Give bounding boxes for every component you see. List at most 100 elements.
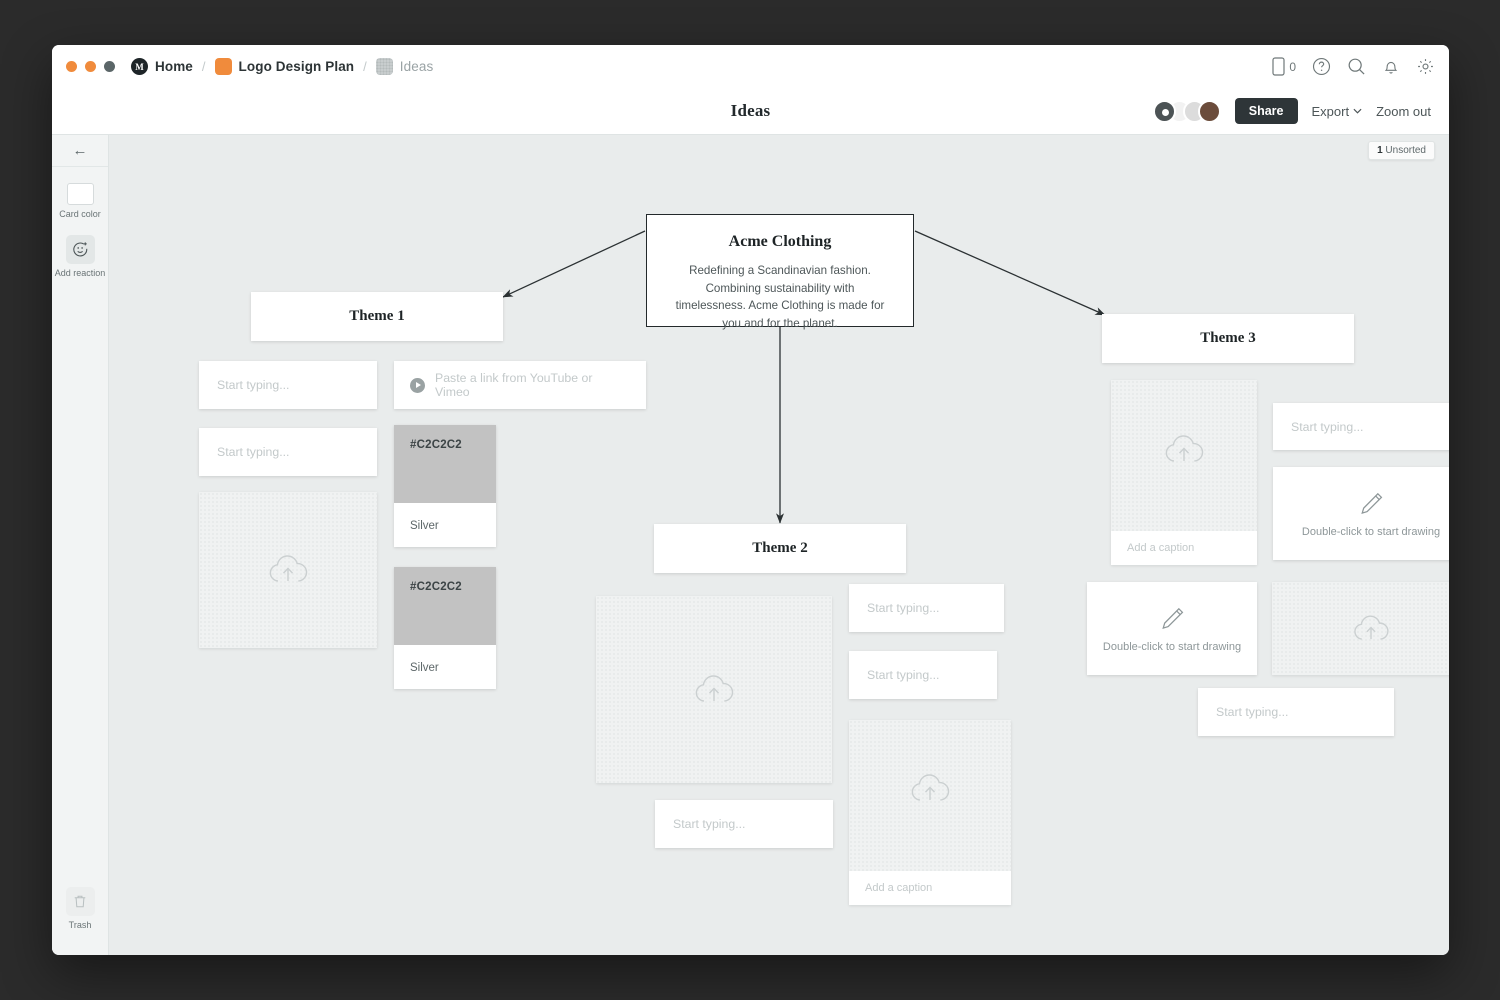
image-upload-card[interactable] <box>199 492 377 648</box>
note-placeholder: Start typing... <box>673 817 746 831</box>
close-window-button[interactable] <box>66 61 77 72</box>
root-card-title: Acme Clothing <box>728 233 832 250</box>
video-placeholder: Paste a link from YouTube or Vimeo <box>435 371 593 399</box>
root-card[interactable]: Acme Clothing Redefining a Scandinavian … <box>646 214 914 330</box>
avatar[interactable] <box>1197 99 1221 123</box>
cloud-upload-icon <box>911 773 950 801</box>
breadcrumb: M Home / Logo Design Plan / Ideas <box>131 58 433 75</box>
maximize-window-button[interactable] <box>104 61 115 72</box>
theme-2-card[interactable]: Theme 2 <box>654 524 906 573</box>
image-upload-card[interactable] <box>596 596 832 783</box>
notifications-icon[interactable] <box>1382 57 1400 76</box>
mobile-count: 0 <box>1289 59 1296 74</box>
pencil-icon <box>1360 492 1382 514</box>
swatch-name-wrap: Silver <box>394 503 496 547</box>
unsorted-label: Unsorted <box>1385 145 1426 156</box>
theme-title: Theme 2 <box>752 540 808 556</box>
drawing-card[interactable]: Double-click to start drawing <box>1273 467 1449 560</box>
minimize-window-button[interactable] <box>85 61 96 72</box>
image-caption-placeholder[interactable]: Add a caption <box>849 871 1011 905</box>
settings-icon[interactable] <box>1416 57 1435 76</box>
back-button[interactable]: ← <box>52 135 108 167</box>
board-actions: Share Export Zoom out <box>1152 98 1431 124</box>
note-card[interactable]: Start typing... <box>655 800 833 848</box>
milanote-home-icon: M <box>131 58 148 75</box>
note-placeholder: Start typing... <box>217 378 290 392</box>
note-placeholder: Start typing... <box>217 445 290 459</box>
titlebar-actions: 0 <box>1272 57 1435 76</box>
collaborator-avatars[interactable] <box>1152 99 1221 123</box>
title-bar: M Home / Logo Design Plan / Ideas 0 <box>52 45 1449 88</box>
export-button[interactable]: Export <box>1312 104 1363 119</box>
cloud-upload-icon <box>1165 434 1204 462</box>
add-reaction-label: Add reaction <box>54 268 106 278</box>
add-reaction-tool[interactable]: Add reaction <box>52 235 108 278</box>
share-button[interactable]: Share <box>1234 98 1298 124</box>
board-canvas[interactable]: 1 Unsorted Acme Clothing Redefining a Sc… <box>109 135 1449 955</box>
breadcrumb-label: Logo Design Plan <box>238 59 355 74</box>
root-card-body: Redefining a Scandinavian fashion. Combi… <box>675 264 885 330</box>
swatch-hex: #C2C2C2 <box>410 581 462 593</box>
note-card[interactable]: Start typing... <box>1273 403 1449 450</box>
export-label: Export <box>1311 103 1350 119</box>
left-toolbar: ← Card color Add reaction <box>52 135 109 955</box>
breadcrumb-separator: / <box>363 59 367 74</box>
note-placeholder: Start typing... <box>1291 419 1364 434</box>
note-card[interactable]: Start typing... <box>199 428 377 476</box>
mobile-icon[interactable]: 0 <box>1272 57 1296 76</box>
cloud-upload-icon <box>1353 615 1389 640</box>
theme-3-card[interactable]: Theme 3 <box>1102 314 1354 363</box>
smiley-plus-icon <box>65 235 95 264</box>
note-placeholder: Start typing... <box>867 668 940 682</box>
app-window: M Home / Logo Design Plan / Ideas 0 <box>52 45 1449 955</box>
avatar[interactable] <box>1152 99 1176 123</box>
page-title: Ideas <box>730 101 771 120</box>
breadcrumb-item-ideas[interactable]: Ideas <box>375 58 434 75</box>
help-icon[interactable] <box>1312 57 1331 76</box>
card-color-swatch-icon <box>66 183 94 205</box>
image-caption-placeholder[interactable]: Add a caption <box>1111 531 1257 565</box>
orange-folder-icon <box>214 58 232 75</box>
color-swatch-card[interactable]: #C2C2C2 Silver <box>394 425 496 547</box>
image-upload-card-with-caption[interactable]: Add a caption <box>849 720 1011 905</box>
note-card[interactable]: Start typing... <box>1198 688 1394 736</box>
grey-board-icon <box>375 58 393 75</box>
note-placeholder: Start typing... <box>867 601 940 615</box>
video-card[interactable]: Paste a link from YouTube or Vimeo <box>394 361 646 409</box>
drawing-placeholder: Double-click to start drawing <box>1102 640 1242 653</box>
note-card[interactable]: Start typing... <box>849 584 1004 632</box>
note-placeholder: Start typing... <box>1216 705 1289 719</box>
board-toolbar: Ideas Share Export Zoom out <box>52 88 1449 135</box>
cloud-upload-icon <box>695 674 734 702</box>
drawing-placeholder: Double-click to start drawing <box>1301 525 1441 538</box>
swatch-color-chip: #C2C2C2 <box>394 425 496 503</box>
theme-1-card[interactable]: Theme 1 <box>251 292 503 341</box>
breadcrumb-item-logo-design-plan[interactable]: Logo Design Plan <box>214 58 355 75</box>
breadcrumb-label: Ideas <box>399 59 434 74</box>
card-color-label: Card color <box>59 209 101 219</box>
search-icon[interactable] <box>1347 57 1366 76</box>
cloud-upload-icon <box>269 555 308 582</box>
play-icon <box>410 377 425 393</box>
zoom-out-button[interactable]: Zoom out <box>1376 103 1431 119</box>
trash-tool[interactable]: Trash <box>52 887 108 930</box>
swatch-name-wrap: Silver <box>394 645 496 689</box>
trash-icon <box>65 887 95 916</box>
note-card[interactable]: Start typing... <box>849 651 997 699</box>
breadcrumb-item-home[interactable]: M Home <box>131 58 193 75</box>
drawing-card[interactable]: Double-click to start drawing <box>1087 582 1257 675</box>
trash-label: Trash <box>68 920 92 930</box>
color-swatch-card[interactable]: #C2C2C2 Silver <box>394 567 496 689</box>
pencil-icon <box>1161 607 1183 629</box>
theme-title: Theme 1 <box>349 308 405 324</box>
breadcrumb-separator: / <box>201 59 206 74</box>
unsorted-badge[interactable]: 1 Unsorted <box>1368 141 1435 160</box>
image-upload-card-with-caption[interactable]: Add a caption <box>1111 380 1257 565</box>
swatch-color-chip: #C2C2C2 <box>394 567 496 645</box>
image-upload-card[interactable] <box>1272 582 1449 675</box>
unsorted-count: 1 <box>1377 145 1383 156</box>
card-color-tool[interactable]: Card color <box>52 183 108 219</box>
theme-title: Theme 3 <box>1200 330 1256 346</box>
note-card[interactable]: Start typing... <box>199 361 377 409</box>
window-controls[interactable] <box>66 61 115 72</box>
